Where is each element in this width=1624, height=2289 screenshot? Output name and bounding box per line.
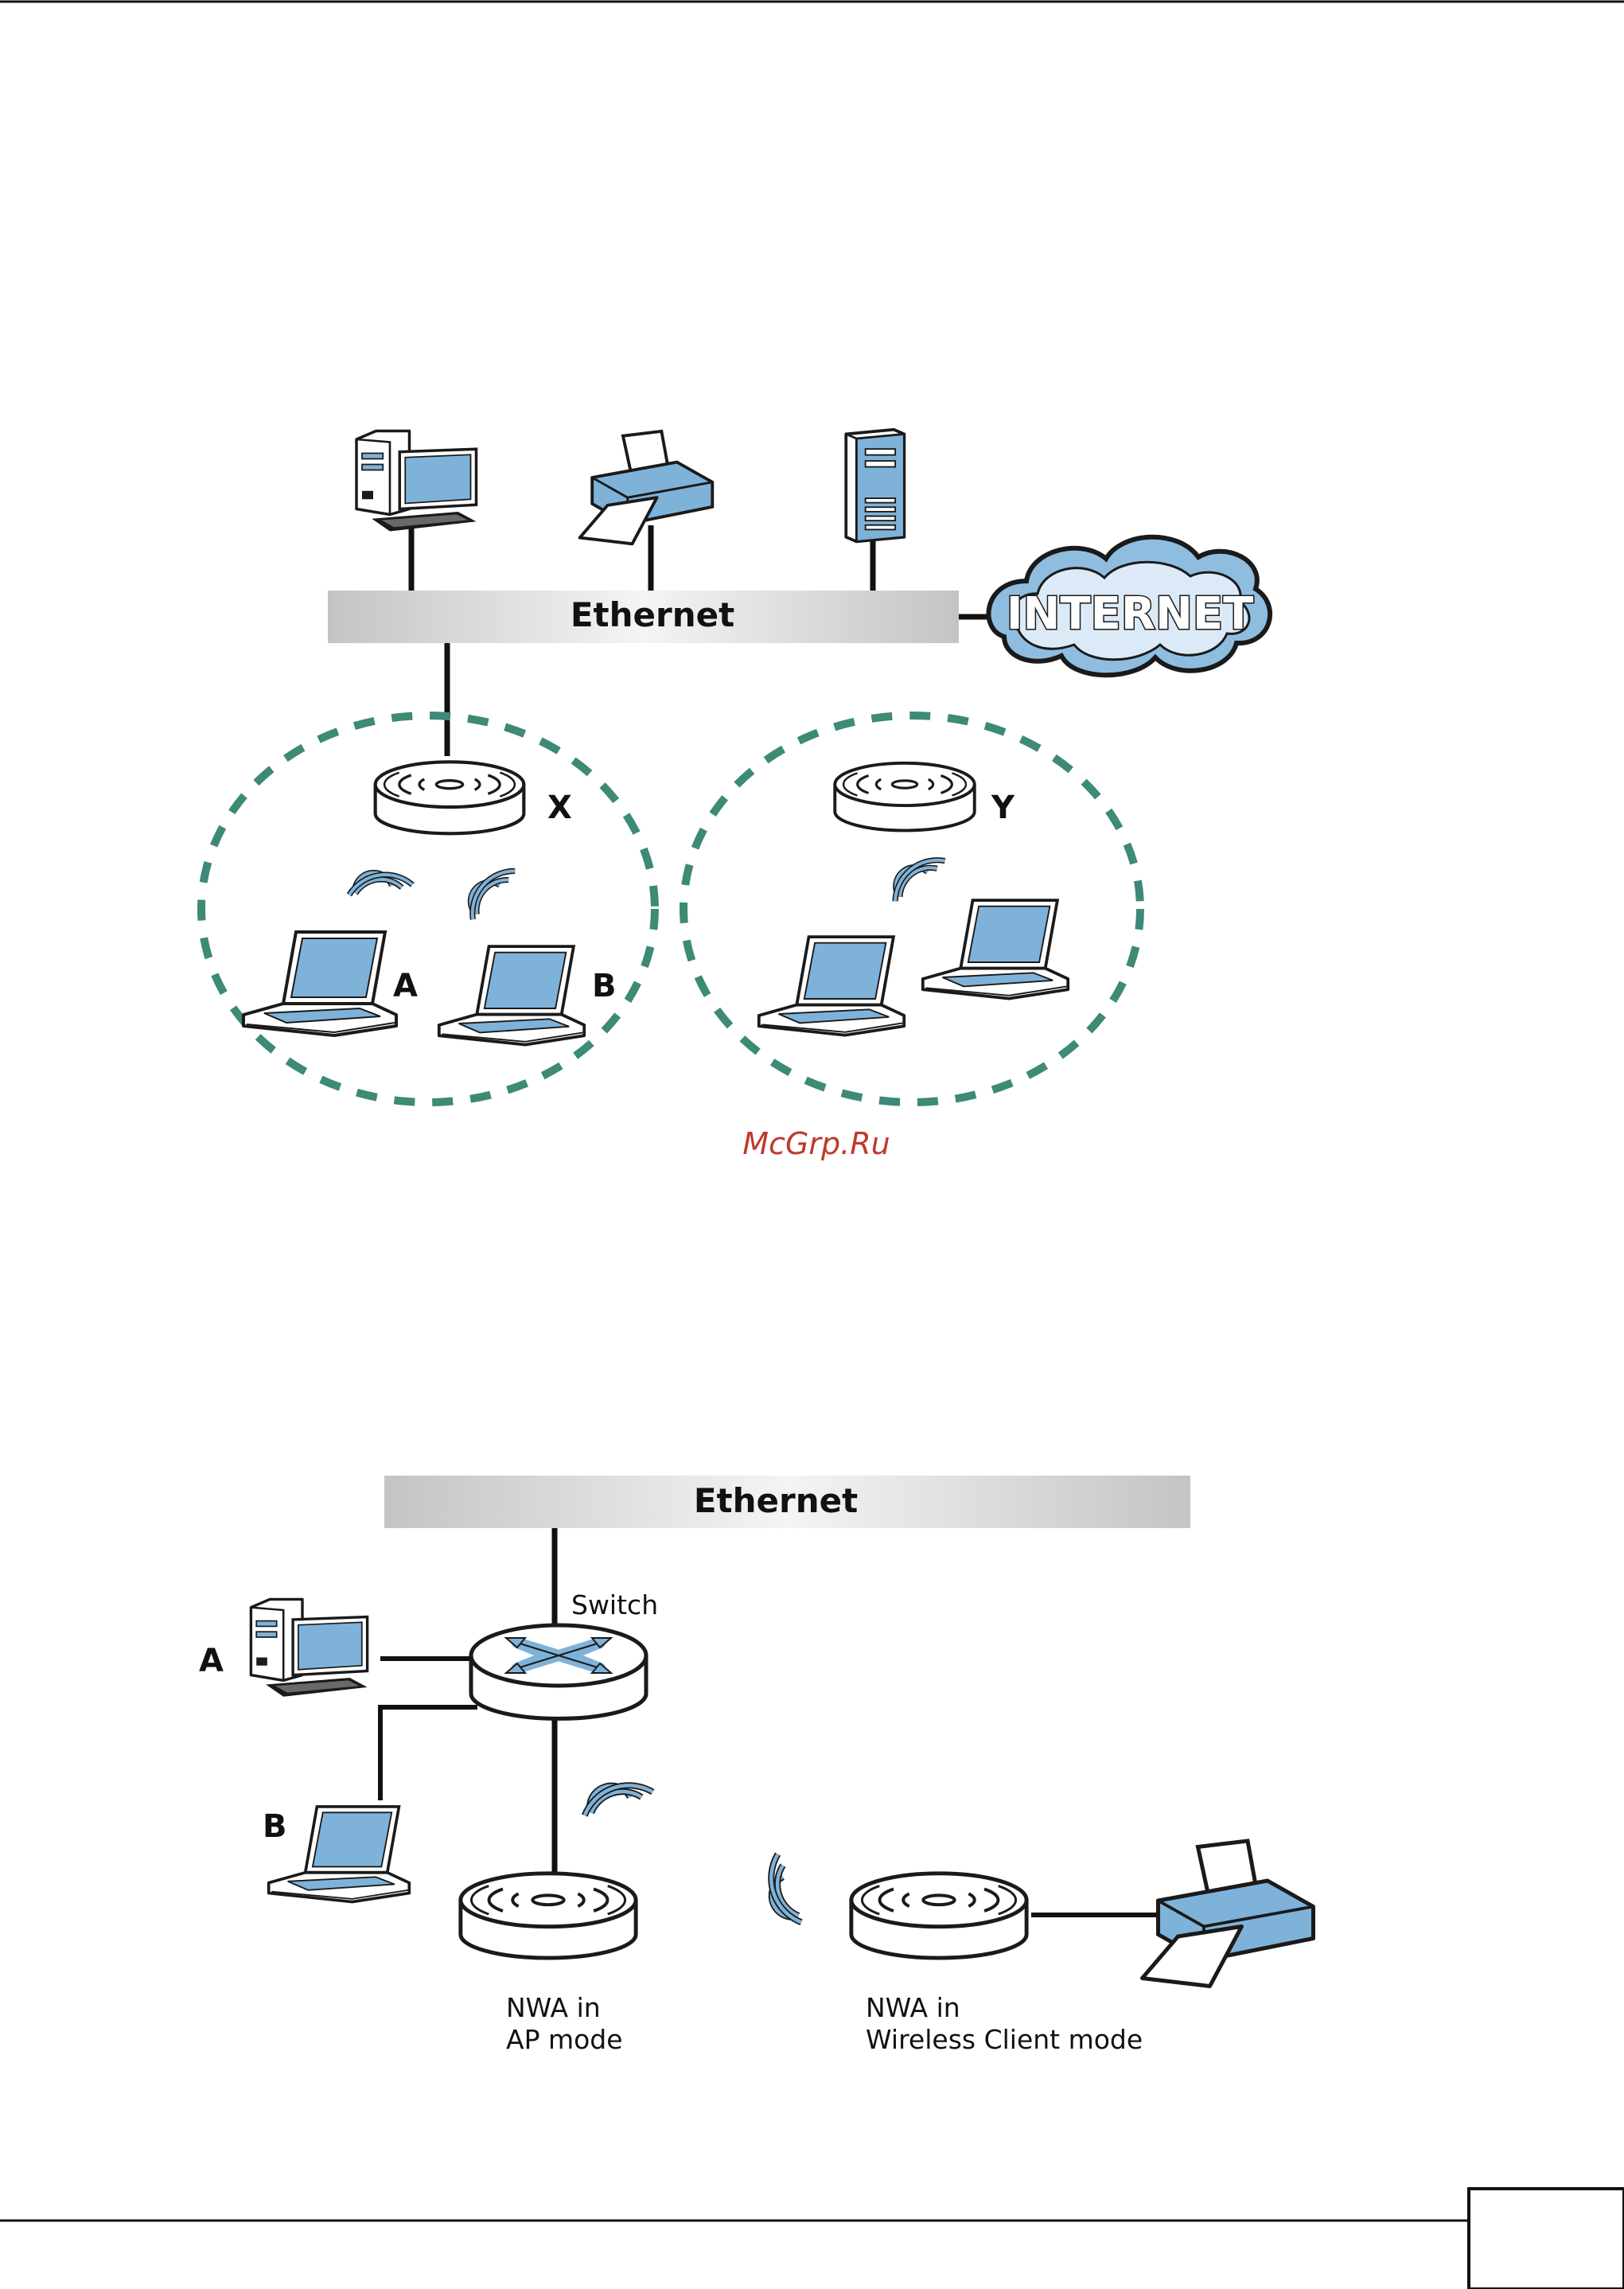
printer — [580, 431, 713, 544]
laptop-a-label: A — [393, 968, 418, 1004]
ap-y-label: Y — [991, 790, 1015, 826]
computer-a-label: A — [199, 1643, 224, 1679]
nwa-ap-mode — [461, 1874, 636, 1958]
ap-x-label: X — [547, 790, 572, 826]
ethernet-label: Ethernet — [571, 595, 734, 634]
desktop-computer-a — [251, 1599, 367, 1696]
laptop-b-link — [380, 1707, 477, 1800]
desktop-computer — [356, 431, 477, 532]
wifi-signal-b — [470, 871, 515, 919]
access-point-y — [835, 763, 974, 831]
laptop-b-label: B — [263, 1808, 287, 1845]
page-number-box — [1469, 2189, 1624, 2289]
figure-2-diagram: Ethernet Switch A B NWA in AP mode — [199, 1476, 1314, 2055]
internet-cloud: INTERNET — [988, 537, 1270, 676]
laptop-a — [243, 932, 396, 1035]
wifi-signal-y — [893, 853, 944, 909]
nwa-ap-label-line2: AP mode — [506, 2024, 623, 2055]
network-switch — [471, 1625, 646, 1718]
access-point-x — [376, 762, 524, 833]
ethernet-label: Ethernet — [694, 1481, 858, 1520]
laptop-b-label: B — [592, 968, 617, 1004]
watermark: McGrp.Ru — [742, 1126, 890, 1161]
printer — [1143, 1841, 1314, 1987]
wifi-signal-client — [753, 1854, 825, 1925]
laptop-b — [269, 1807, 410, 1902]
internet-label: INTERNET — [1007, 588, 1254, 640]
laptop-y1 — [759, 937, 904, 1035]
nwa-ap-label-line1: NWA in — [506, 1992, 601, 2023]
tower-server — [846, 430, 904, 542]
nwa-client-label-line1: NWA in — [866, 1992, 960, 2023]
laptop-b — [439, 946, 584, 1045]
nwa-client-mode — [851, 1874, 1026, 1958]
figure-1-diagram: Ethernet INTERNET X Y A B — [201, 430, 1270, 1102]
laptop-y2 — [923, 900, 1068, 999]
nwa-client-label-line2: Wireless Client mode — [866, 2024, 1143, 2055]
wifi-signal-ap — [582, 1767, 653, 1839]
wifi-signal-a — [348, 856, 413, 922]
switch-label: Switch — [571, 1589, 658, 1620]
